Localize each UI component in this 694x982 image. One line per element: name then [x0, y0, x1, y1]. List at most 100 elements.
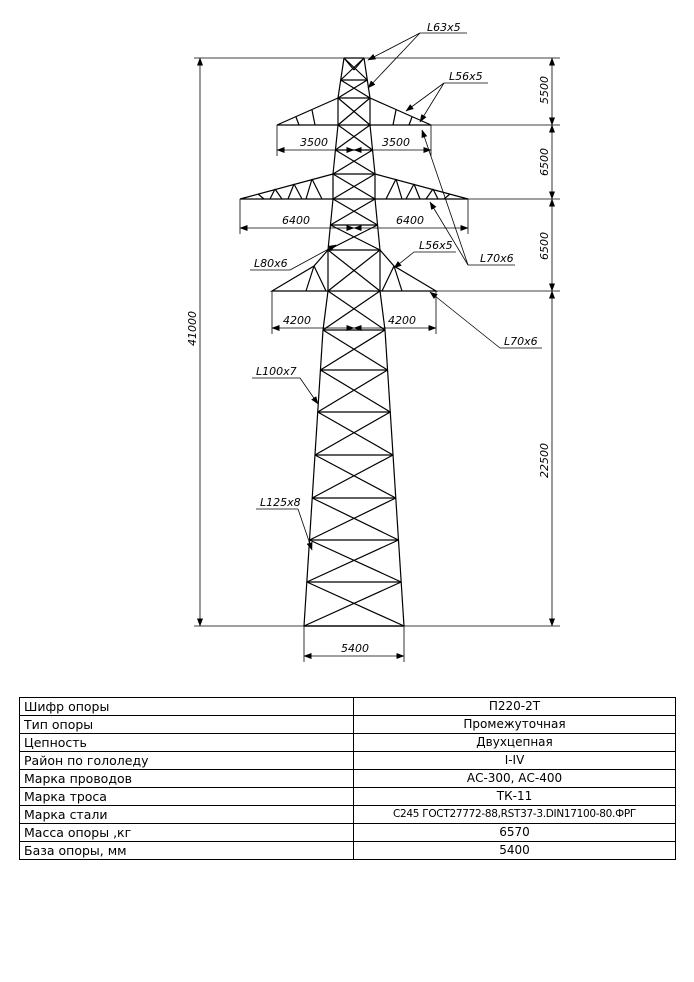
tower-diagonal — [309, 539, 402, 583]
spec-value: I-IV — [353, 751, 676, 770]
tower-diagonal — [327, 290, 386, 331]
upper-arm-right — [369, 97, 432, 126]
tower-leg-left — [337, 57, 345, 99]
dim-total-height: 41000 — [186, 311, 199, 346]
tower-diagonal — [317, 411, 394, 456]
spec-label: Шифр опоры — [19, 697, 354, 716]
tower-diagonal — [320, 329, 386, 371]
dim-arm1-right: 3500 — [382, 136, 410, 149]
tower-leg-left — [303, 329, 324, 627]
spec-label: База опоры, мм — [19, 841, 354, 860]
dim-arm2-left: 6400 — [282, 214, 310, 227]
dim-arm3-right: 4200 — [388, 314, 416, 327]
tower-structure — [303, 57, 405, 627]
spec-label: Масса опоры ,кг — [19, 823, 354, 842]
tower-diagonal — [335, 124, 371, 151]
label-chord-70-b: L70x6 — [504, 335, 538, 348]
spec-label: Цепность — [19, 733, 354, 752]
dim-seg-bottom: 22500 — [538, 443, 551, 478]
middle-arm-web — [257, 178, 451, 200]
tower-diagonal — [337, 79, 368, 99]
spec-label: Тип опоры — [19, 715, 354, 734]
spec-value: Двухцепная — [353, 733, 676, 752]
tower-diagonal — [306, 581, 405, 627]
lower-arm-right — [379, 249, 439, 292]
tower-diagonal — [332, 149, 373, 175]
middle-arm-left — [239, 173, 334, 200]
tower-diagonal — [327, 249, 381, 292]
tower-peak — [343, 57, 355, 71]
tower-diagonal — [327, 224, 378, 251]
tower-diagonal — [330, 224, 381, 251]
spec-label: Марка стали — [19, 805, 354, 824]
tower-diagonal — [337, 124, 373, 151]
spec-value: 6570 — [353, 823, 676, 842]
label-top-member: L63x5 — [427, 21, 461, 34]
tower-diagonal — [330, 198, 376, 226]
dim-seg-3: 6500 — [538, 232, 551, 260]
spec-label: Марка проводов — [19, 769, 354, 788]
tower-diagonal — [320, 369, 391, 413]
spec-value: С245 ГОСТ27772-88,RST37-3.DIN17100-80.ФР… — [353, 805, 676, 824]
tower-diagonal — [340, 57, 365, 81]
upper-arm-left — [276, 97, 339, 126]
tower-diagonal — [314, 411, 391, 456]
tower-diagonal — [340, 79, 371, 99]
tower-diagonal — [322, 290, 381, 331]
tower-leg-right — [363, 57, 371, 99]
label-left-mid: L100x7 — [256, 365, 297, 378]
label-upper-brace: L56x5 — [449, 70, 483, 83]
tower-diagonal — [311, 454, 394, 499]
tower-diagonal — [335, 149, 376, 175]
label-left-low: L125x8 — [260, 496, 301, 509]
tower-diagonal — [337, 97, 371, 126]
spec-value: Промежуточная — [353, 715, 676, 734]
dim-seg-2: 6500 — [538, 148, 551, 176]
cross-arms — [239, 97, 469, 627]
leaders — [250, 32, 542, 551]
tower-diagonal — [317, 369, 388, 413]
dim-base: 5400 — [341, 642, 369, 655]
middle-arm-right — [374, 173, 469, 200]
dim-arm3-left: 4200 — [283, 314, 311, 327]
tower-diagonal — [303, 581, 402, 627]
tower-leg-right — [379, 290, 386, 331]
tower-diagonal — [343, 57, 368, 81]
tower-diagonal — [314, 454, 397, 499]
dim-arm2-right: 6400 — [396, 214, 424, 227]
tower-diagonal — [332, 198, 378, 226]
spec-label: Район по гололеду — [19, 751, 354, 770]
tower-leg-left — [322, 290, 329, 331]
spec-value: АС-300, АС-400 — [353, 769, 676, 788]
tower-diagonal — [309, 497, 397, 541]
tower-diagonal — [306, 539, 399, 583]
spec-value: П220-2Т — [353, 697, 676, 716]
label-mid-brace: L56x5 — [419, 239, 453, 252]
spec-value: 5400 — [353, 841, 676, 860]
dim-seg-top: 5500 — [538, 76, 551, 104]
tower-diagonal — [332, 173, 376, 200]
tower-drawing: L63x5 L56x5 L56x5 L80x6 L70x6 L70x6 L100… — [186, 21, 560, 662]
label-chord-70-a: L70x6 — [480, 252, 514, 265]
lower-arm-left — [269, 249, 329, 292]
lower-arm-web — [305, 265, 403, 292]
spec-label: Марка троса — [19, 787, 354, 806]
dim-arm1-left: 3500 — [300, 136, 328, 149]
label-left-upper: L80x6 — [254, 257, 288, 270]
tower-leg-right — [384, 329, 405, 627]
tower-diagonal — [311, 497, 399, 541]
upper-arm-web — [295, 109, 413, 126]
tower-peak — [353, 57, 365, 71]
spec-value: ТК-11 — [353, 787, 676, 806]
tower-diagonal — [322, 329, 388, 371]
